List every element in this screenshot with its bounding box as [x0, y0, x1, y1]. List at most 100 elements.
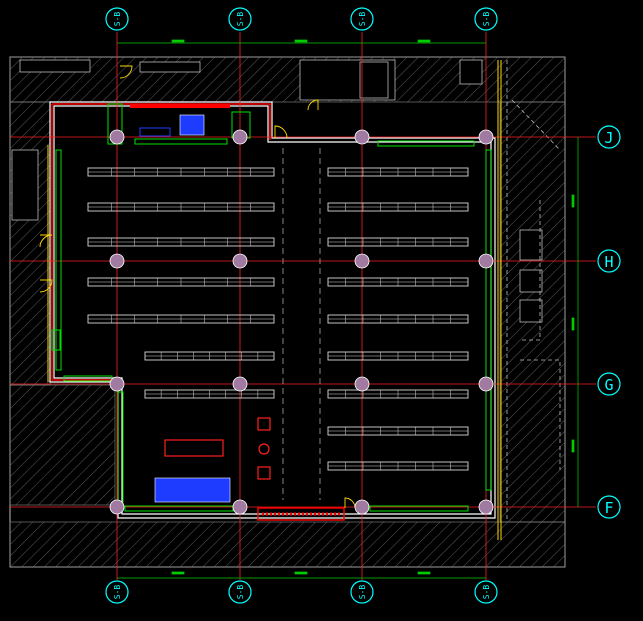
wall-outer [49, 101, 496, 519]
structural-column-icon [354, 376, 370, 392]
checkout-area [154, 417, 271, 503]
top-room-a [19, 59, 91, 73]
structural-column-icon [232, 376, 248, 392]
checkout-red-circle [258, 443, 270, 455]
shelf-unit [327, 314, 469, 324]
shelf-unit [87, 202, 275, 212]
shelf-unit [87, 237, 275, 247]
shelf-unit [327, 202, 469, 212]
shelf-unit [327, 389, 469, 399]
right-room-1 [519, 229, 543, 261]
axis-bubble-top-4: S-B [474, 7, 498, 31]
structural-column-icon [354, 499, 370, 515]
checkout-counter-icon [154, 477, 231, 503]
door-swing-icon [39, 234, 53, 248]
axis-bubble-top-1: S-B [105, 7, 129, 31]
door-swing-icon [39, 279, 53, 293]
structural-column-icon [232, 253, 248, 269]
shelf-unit [144, 389, 275, 399]
right-room-3 [519, 299, 543, 323]
structural-column-icon [478, 253, 494, 269]
axis-bubble-top-3: S-B [350, 7, 374, 31]
axis-label-top-3: S-B [358, 12, 367, 27]
shelf-unit [327, 167, 469, 177]
shelf-unit [144, 351, 275, 361]
shelving-units [87, 167, 469, 471]
axis-bubble-bottom-1: S-B [105, 580, 129, 604]
walls [49, 101, 496, 519]
axis-bubble-bottom-3: S-B [350, 580, 374, 604]
back-office [107, 103, 251, 145]
top-room-d [359, 61, 389, 99]
axis-label-F: F [604, 499, 613, 517]
shelf-unit [327, 277, 469, 287]
top-shaft [459, 59, 483, 85]
axis-bubbles-right: J H G F [597, 125, 621, 519]
dim-text-top-1 [171, 39, 185, 43]
structural-column-icon [354, 253, 370, 269]
office-counter-red [130, 104, 230, 108]
fixture-top-right [377, 140, 475, 147]
axis-label-J: J [604, 129, 613, 147]
wall-fixtures [51, 138, 492, 512]
door-swing-icon [307, 99, 319, 111]
checkout-red-block-2 [257, 466, 271, 480]
axis-label-top-4: S-B [482, 12, 491, 27]
shelf-unit [87, 277, 275, 287]
shelf-unit [87, 314, 275, 324]
structural-column-icon [354, 129, 370, 145]
axis-bubble-J: J [597, 125, 621, 149]
right-room-2 [519, 269, 543, 293]
axis-bubble-top-2: S-B [228, 7, 252, 31]
axis-bubble-bottom-4: S-B [474, 580, 498, 604]
axis-label-bottom-4: S-B [482, 585, 491, 600]
axis-bubble-G: G [597, 372, 621, 396]
fixture-left-wall [55, 149, 62, 371]
office-desk [139, 127, 171, 137]
hatched-regions [9, 56, 566, 568]
shelf-unit [327, 461, 469, 471]
wall-finish-line [51, 103, 271, 381]
axis-label-H: H [604, 253, 613, 271]
axis-bubble-H: H [597, 249, 621, 273]
shelf-unit [87, 167, 275, 177]
structural-column-icon [232, 499, 248, 515]
axis-bubble-F: F [597, 495, 621, 519]
structural-column-icon [109, 499, 125, 515]
axis-label-bottom-1: S-B [113, 585, 122, 600]
axis-label-top-2: S-B [236, 12, 245, 27]
shelf-unit [327, 351, 469, 361]
axis-label-G: G [604, 376, 613, 394]
checkout-red-table [164, 439, 224, 457]
fixture-small-left [51, 329, 61, 351]
axis-label-bottom-2: S-B [236, 585, 245, 600]
axis-label-bottom-3: S-B [358, 585, 367, 600]
dim-text-bot-2 [294, 571, 308, 575]
structural-columns [109, 129, 494, 515]
dim-text-right-1 [571, 194, 575, 208]
dim-text-bot-1 [171, 571, 185, 575]
dim-text-right-2 [571, 317, 575, 331]
dimension-lines [117, 39, 579, 579]
shelf-unit [327, 426, 469, 436]
structural-column-icon [109, 253, 125, 269]
shelf-unit [327, 237, 469, 247]
office-equipment [179, 114, 205, 136]
adjacent-outlines [11, 59, 543, 323]
axis-bubbles-bottom: S-B S-B S-B S-B [105, 580, 498, 604]
fixture-top-left [134, 138, 228, 145]
axis-bubbles-top: S-B S-B S-B S-B [105, 7, 498, 31]
fixture-lower-left [63, 375, 113, 382]
axis-bubble-bottom-2: S-B [228, 580, 252, 604]
structural-column-icon [478, 376, 494, 392]
structural-column-icon [109, 376, 125, 392]
door-swing-icon [119, 65, 133, 79]
entrance-mat [257, 507, 345, 521]
structural-column-icon [478, 129, 494, 145]
fixture-bottom-right [369, 505, 469, 512]
structural-column-icon [109, 129, 125, 145]
door-swing-icon [274, 125, 288, 139]
hatch-left-lower [9, 384, 116, 506]
entrance [257, 507, 345, 521]
